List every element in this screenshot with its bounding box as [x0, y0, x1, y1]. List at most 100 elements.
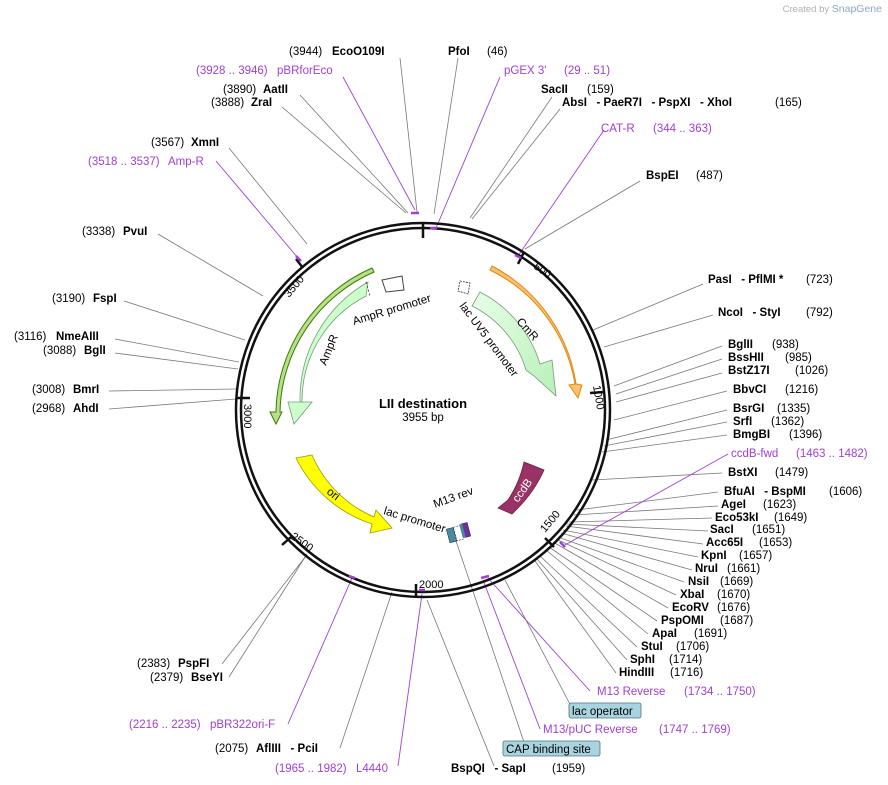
- leader-line: [157, 233, 264, 297]
- cap-binding-site-box: [502, 740, 601, 757]
- enzyme-name: BspEI: [646, 170, 679, 182]
- leader-line: [536, 558, 628, 661]
- primer-leader-line: [215, 160, 299, 259]
- leader-line: [114, 338, 240, 363]
- enzyme-pos: (792): [806, 307, 833, 319]
- ori-arrow: [295, 454, 393, 534]
- enzyme-pos: (1676): [717, 602, 750, 614]
- enzyme-pos: (3008): [32, 384, 65, 396]
- enzyme-name: BseYI: [191, 672, 223, 684]
- leader-line: [228, 553, 308, 678]
- enzyme-name: FspI: [93, 293, 117, 305]
- primer-leader-lines: [215, 76, 729, 767]
- leader-line: [504, 579, 574, 711]
- enzyme-name: BssHII: [728, 352, 764, 364]
- leader-line: [433, 57, 459, 215]
- enzyme-name: Acc65I: [706, 537, 743, 549]
- enzyme-pos: (1026): [795, 365, 828, 377]
- leader-line: [552, 541, 669, 609]
- enzyme-pos: (1649): [774, 512, 807, 524]
- tick-labels: 500 1000 1500 2000 2500 3000 3500: [241, 261, 606, 591]
- enzyme-pos: (1396): [789, 429, 822, 441]
- leader-line: [426, 599, 495, 767]
- enzyme-name: BbvCI: [733, 384, 766, 396]
- leader-line: [613, 345, 723, 387]
- primer-range: (3928 .. 3946): [196, 65, 268, 77]
- primer-name: pGEX 3': [504, 65, 546, 77]
- enzyme-pos: (938): [772, 339, 799, 351]
- tick-label-2000: 2000: [419, 579, 443, 591]
- enzyme-pos: (165): [775, 97, 802, 109]
- enzyme-pos: (1479): [775, 467, 808, 479]
- enzyme-name: PfoI: [448, 46, 470, 58]
- tick-mark: [295, 258, 304, 269]
- tick-mark: [589, 390, 605, 395]
- enzyme-pos: (1623): [763, 499, 796, 511]
- tick-label-3000: 3000: [241, 404, 253, 428]
- tick-label-3500: 3500: [282, 273, 307, 299]
- enzyme-name: AhdI: [73, 403, 99, 415]
- enzyme-pos: (46): [487, 46, 508, 58]
- enzyme-pos: (1362): [771, 416, 804, 428]
- enzyme-name: PvuI: [123, 226, 147, 238]
- enzyme-pos: (3944): [289, 46, 322, 58]
- enzyme-pos: (3888): [211, 97, 244, 109]
- lac-uv5-promoter-arrow: [457, 280, 471, 295]
- enzyme-name: HindIII: [619, 667, 654, 679]
- enzyme-name: EcoRV: [672, 602, 709, 614]
- leader-line: [615, 372, 723, 403]
- enzyme-name: NsiI: [688, 576, 709, 588]
- enzyme-name: SacII: [541, 84, 568, 96]
- leader-line: [108, 398, 237, 410]
- ampr-label: AmpR: [318, 333, 341, 367]
- enzyme-name: PspFI: [178, 658, 209, 670]
- primer-leader-line: [487, 577, 591, 692]
- enzyme-pos: (3088): [43, 345, 76, 357]
- primer-name: CAT-R: [601, 123, 635, 135]
- enzyme-name: PspOMI: [661, 615, 704, 627]
- enzyme-name: BsrGI: [733, 403, 764, 415]
- leader-line: [534, 560, 617, 674]
- leader-line: [592, 283, 704, 331]
- ampr-promoter-arrow: [381, 275, 405, 293]
- enzyme-pos: (1959): [552, 763, 585, 775]
- cmr-outline-arrow: [489, 265, 583, 400]
- enzyme-pos: (1716): [670, 667, 703, 679]
- enzyme-name: KpnI: [701, 550, 727, 562]
- primer-range: (1747 .. 1769): [659, 724, 731, 736]
- ampr-promoter-label: AmpR promoter: [351, 293, 432, 328]
- enzyme-name: EcoO109I: [332, 46, 384, 58]
- leader-line: [299, 94, 409, 214]
- enzyme-name: AflIII - PciI: [256, 743, 318, 755]
- cap-block: [459, 523, 466, 539]
- cap-binding-site-label: CAP binding site: [506, 744, 591, 756]
- leader-line: [548, 546, 658, 622]
- primer-site: [295, 255, 302, 262]
- primer-range: (1734 .. 1750): [684, 686, 756, 698]
- enzyme-pos: (1657): [739, 550, 772, 562]
- leader-line: [114, 352, 239, 370]
- leader-line: [524, 180, 641, 250]
- tick-label-1000: 1000: [590, 384, 606, 410]
- enzyme-pos: (2383): [137, 658, 170, 670]
- primer-range: (29 .. 51): [564, 65, 610, 77]
- leader-line: [123, 300, 246, 341]
- enzyme-name: BmrI: [73, 384, 99, 396]
- enzyme-pos: (3567): [151, 137, 184, 149]
- primer-site: [348, 574, 356, 580]
- primer-leader-line: [564, 453, 729, 546]
- enzyme-name: BfuAI - BspMI: [724, 486, 806, 498]
- enzyme-name: SrfI: [733, 416, 752, 428]
- leader-line: [454, 537, 527, 749]
- enzyme-pos: (1653): [759, 537, 792, 549]
- enzyme-name: NcoI - StyI: [718, 307, 781, 319]
- enzyme-name: XmnI: [191, 137, 219, 149]
- enzyme-pos: (1606): [829, 486, 862, 498]
- leader-line: [601, 434, 728, 453]
- primer-name: pBR322ori-F: [210, 719, 275, 731]
- leader-line: [339, 591, 393, 749]
- boxed-feature-labels: lac operator CAP binding site: [502, 702, 642, 757]
- enzyme-pos: (1651): [752, 524, 785, 536]
- leader-line: [615, 358, 723, 395]
- enzyme-pos: (2379): [150, 672, 183, 684]
